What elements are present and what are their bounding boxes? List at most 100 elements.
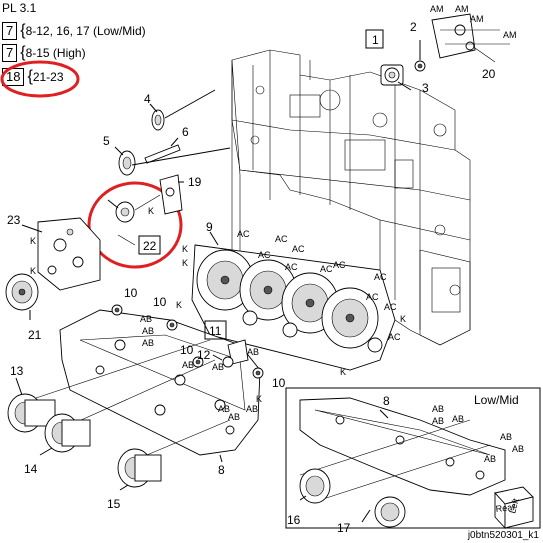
- callout-k: K: [182, 244, 188, 254]
- callout-ab: AB: [142, 338, 154, 348]
- callout-ac: AC: [237, 229, 250, 239]
- part-number-8-inset: 8: [383, 394, 390, 408]
- highlight-ring-part-22: [87, 181, 183, 269]
- part-number-10-b: 10: [153, 295, 167, 309]
- part-number-4: 4: [144, 92, 151, 106]
- part-number-15: 15: [107, 497, 121, 511]
- callout-ab: AB: [212, 362, 224, 372]
- legend-row-2: 7{8-15 (High): [2, 44, 86, 62]
- part-4-gear: [149, 89, 216, 131]
- callout-k: K: [30, 266, 36, 276]
- callout-k: K: [400, 314, 406, 324]
- callout-ab: AB: [484, 454, 496, 464]
- callout-ac: AC: [275, 234, 288, 244]
- part-number-9: 9: [206, 220, 213, 234]
- part-number-23: 23: [7, 213, 21, 227]
- part-number-10-c: 10: [180, 343, 194, 357]
- highlight-ring-legend: [0, 60, 80, 98]
- part-number-16: 16: [287, 513, 301, 527]
- main-frame: [231, 49, 471, 346]
- callout-ac: AC: [366, 292, 379, 302]
- callout-k: K: [182, 258, 188, 268]
- callout-ab: AB: [182, 360, 194, 370]
- callout-k: K: [256, 394, 262, 404]
- legend-box-1: 7: [2, 22, 18, 40]
- legend-text-1: 8-12, 16, 17 (Low/Mid): [25, 24, 146, 38]
- legend-text-3: 21-23: [32, 70, 64, 84]
- part-number-21: 21: [28, 328, 42, 342]
- legend-box-2: 7: [2, 44, 18, 62]
- part-5-gear: [114, 146, 231, 176]
- part-number-3: 3: [422, 81, 429, 95]
- callout-ac: AC: [388, 332, 401, 342]
- callout-ab: AB: [142, 326, 154, 336]
- callout-k: K: [176, 300, 182, 310]
- part-8-plate: [29, 309, 261, 463]
- part-number-14: 14: [24, 462, 38, 476]
- part-1-assembly: [380, 40, 426, 91]
- part-number-20: 20: [482, 67, 496, 81]
- part-number-10-a: 10: [124, 286, 138, 300]
- callout-k: K: [30, 236, 36, 246]
- part-22-gear: [107, 194, 161, 246]
- legend-text-2: 8-15 (High): [25, 46, 86, 60]
- direction-left: Left: [507, 497, 521, 515]
- part-number-13: 13: [10, 364, 24, 378]
- callout-ac: AC: [320, 264, 333, 274]
- part-number-10-d: 10: [272, 376, 286, 390]
- callout-k: K: [340, 367, 346, 377]
- part-14-motor: [39, 413, 91, 456]
- inset-low-mid: [285, 387, 541, 530]
- callout-ab: AB: [228, 412, 240, 422]
- part-number-17: 17: [337, 521, 351, 535]
- part-number-11-box: [204, 320, 227, 340]
- callout-ab: AB: [140, 314, 152, 324]
- callout-ab: AB: [247, 347, 259, 357]
- part-number-12: 12: [197, 348, 211, 362]
- callout-ab: AB: [246, 404, 258, 414]
- part-number-8-main: 8: [218, 463, 225, 477]
- part-number-6: 6: [182, 125, 189, 139]
- figure-reference: j0btn520301_k1: [467, 530, 539, 541]
- callout-ab: AB: [218, 404, 230, 414]
- part-number-11-text: 11: [209, 324, 222, 338]
- part-11-12-assembly: [212, 339, 249, 368]
- callout-ab: AB: [432, 416, 444, 426]
- direction-rear: Rear: [495, 502, 515, 514]
- callout-ac: AC: [285, 262, 298, 272]
- part-number-22-text: 22: [143, 239, 157, 253]
- part-15-motor: [117, 448, 162, 491]
- callout-ab: AB: [512, 444, 524, 454]
- callout-ab: AB: [452, 414, 464, 424]
- part-number-22-box: [138, 235, 161, 255]
- part-10-fasteners: [111, 304, 264, 379]
- part-number-1-text: 1: [372, 33, 379, 47]
- part-number-2: 2: [410, 20, 417, 34]
- callout-am: AM: [455, 4, 469, 14]
- inset-title: Low/Mid: [474, 393, 519, 407]
- callout-ac: AC: [384, 302, 397, 312]
- part-number-19: 19: [188, 175, 202, 189]
- callout-ab: AB: [432, 404, 444, 414]
- legend-row-1: 7{8-12, 16, 17 (Low/Mid): [2, 22, 146, 40]
- part-number-5: 5: [103, 134, 110, 148]
- callout-am: AM: [503, 30, 517, 40]
- part-21-motor: [5, 273, 39, 320]
- callout-k: K: [148, 206, 154, 216]
- part-19-bracket: [159, 174, 184, 215]
- part-number-1-box: [365, 29, 384, 49]
- callout-ac: AC: [258, 250, 271, 260]
- part-6-shaft: [144, 137, 181, 164]
- part-20-bracket: [431, 13, 510, 63]
- callout-ac: AC: [292, 244, 305, 254]
- callout-ac: AC: [333, 260, 346, 270]
- part-23-plate: [21, 217, 101, 291]
- part-9-drive-assembly: [191, 231, 396, 371]
- callout-ab: AB: [500, 432, 512, 442]
- callout-ac: AC: [374, 272, 387, 282]
- callout-am: AM: [470, 14, 484, 24]
- direction-indicator: [494, 486, 534, 530]
- callout-am: AM: [430, 4, 444, 14]
